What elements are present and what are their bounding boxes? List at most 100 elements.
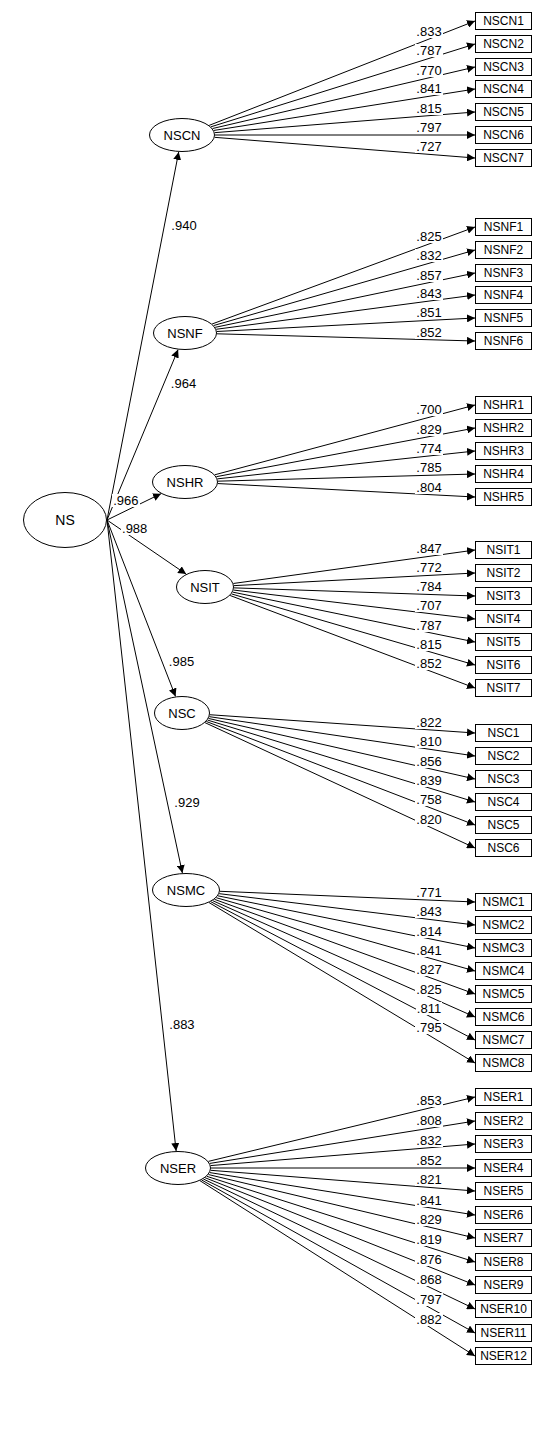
loading-arrow [107,520,186,574]
loading-value: .811 [416,1002,442,1015]
factor-name: NSC [168,707,195,720]
indicator-name: NSHR5 [483,491,524,503]
indicator-box: NSER4 [475,1159,532,1177]
latent-factor: NSC [154,696,210,730]
factor-name: NSNF [167,327,202,340]
indicator-box: NSMC8 [475,1054,532,1072]
indicator-box: NSNF2 [475,241,532,259]
indicator-name: NSIT6 [486,659,520,671]
factor-name: NSCN [164,129,201,142]
factor-name: NSER [160,1162,196,1175]
loading-value: .966 [112,494,139,507]
indicator-name: NSCN3 [483,61,524,73]
loading-value: .832 [415,249,442,262]
loading-value: .815 [415,638,442,651]
loading-value: .829 [415,1213,442,1226]
loading-arrow [107,520,176,1151]
indicator-name: NSMC4 [482,965,524,977]
loading-value: .929 [173,796,200,809]
indicator-name: NSIT7 [486,682,520,694]
indicator-name: NSMC8 [482,1057,524,1069]
loading-value: .772 [415,561,442,574]
indicator-box: NSER3 [475,1135,532,1153]
ellipse-shape [146,1152,211,1185]
loading-value: .822 [415,716,442,729]
loading-value: .833 [415,25,442,38]
indicator-name: NSER9 [483,1279,523,1291]
ellipse-shape [153,874,220,907]
loading-arrow [212,227,475,324]
indicator-box: NSIT7 [475,679,532,697]
indicator-box: NSHR3 [475,442,532,460]
loading-arrow [209,717,475,756]
loading-value: .700 [415,403,442,416]
factor-name: NSHR [167,476,204,489]
indicator-name: NSMC2 [482,919,524,931]
indicator-name: NSCN7 [483,152,524,164]
indicator-box: NSER5 [475,1182,532,1200]
indicator-box: NSIT4 [475,610,532,628]
loading-arrow [210,1173,475,1215]
loading-arrow [211,1168,475,1169]
loading-value: .985 [168,655,195,668]
loading-value: .819 [415,1233,442,1246]
ellipse-shape [177,571,234,604]
loading-arrow [215,135,475,136]
loading-arrow [234,590,475,619]
indicator-box: NSMC7 [475,1031,532,1049]
loading-arrow [202,1180,475,1333]
loading-arrow [214,250,475,326]
loading-value: .814 [415,925,442,938]
indicator-box: NSNF1 [475,218,532,236]
indicator-box: NSCN3 [475,58,532,76]
loading-arrow [209,903,475,1063]
loading-value: .771 [415,886,442,899]
factor-name: NS [55,513,74,527]
indicator-box: NSHR2 [475,419,532,437]
indicator-box: NSC2 [475,747,532,765]
loading-arrow [210,715,475,733]
indicator-box: NSNF6 [475,332,532,350]
loading-value: .774 [415,442,442,455]
loading-value: .821 [415,1173,442,1186]
indicator-name: NSIT5 [486,636,520,648]
loading-value: .882 [415,1313,442,1326]
loading-value: .758 [415,793,442,806]
loading-value: .815 [415,102,442,115]
indicator-box: NSIT3 [475,587,532,605]
loading-value: .770 [415,64,442,77]
indicator-box: NSC6 [475,839,532,857]
loading-value: .785 [415,461,442,474]
indicator-box: NSER7 [475,1229,532,1247]
loading-arrow [211,1170,475,1191]
indicator-name: NSER4 [483,1162,523,1174]
indicator-name: NSER12 [480,1350,527,1362]
loading-arrow [211,44,475,127]
ellipse-shape [150,119,215,152]
indicator-name: NSIT1 [486,544,520,556]
indicator-name: NSNF1 [484,221,523,233]
loading-value: .832 [415,1134,442,1147]
loading-value: .868 [415,1273,442,1286]
indicator-box: NSMC2 [475,916,532,934]
indicator-name: NSNF6 [484,335,523,347]
loading-arrow [200,1181,475,1356]
loading-value: .857 [415,269,442,282]
latent-factor: NSIT [176,570,234,604]
loading-value: .876 [415,1253,442,1266]
indicator-box: NSMC6 [475,1008,532,1026]
indicator-name: NSC5 [487,819,519,831]
indicator-box: NSIT5 [475,633,532,651]
indicator-box: NSCN4 [475,80,532,98]
loading-value: .829 [415,423,442,436]
indicator-name: NSER6 [483,1209,523,1221]
indicator-box: NSCN5 [475,103,532,121]
indicator-name: NSMC6 [482,1011,524,1023]
indicator-name: NSIT3 [486,590,520,602]
loading-arrow [203,1179,475,1309]
latent-factor: NSER [145,1151,211,1185]
loading-arrow [214,899,475,994]
loading-arrow [211,902,475,1040]
indicator-box: NSER6 [475,1206,532,1224]
